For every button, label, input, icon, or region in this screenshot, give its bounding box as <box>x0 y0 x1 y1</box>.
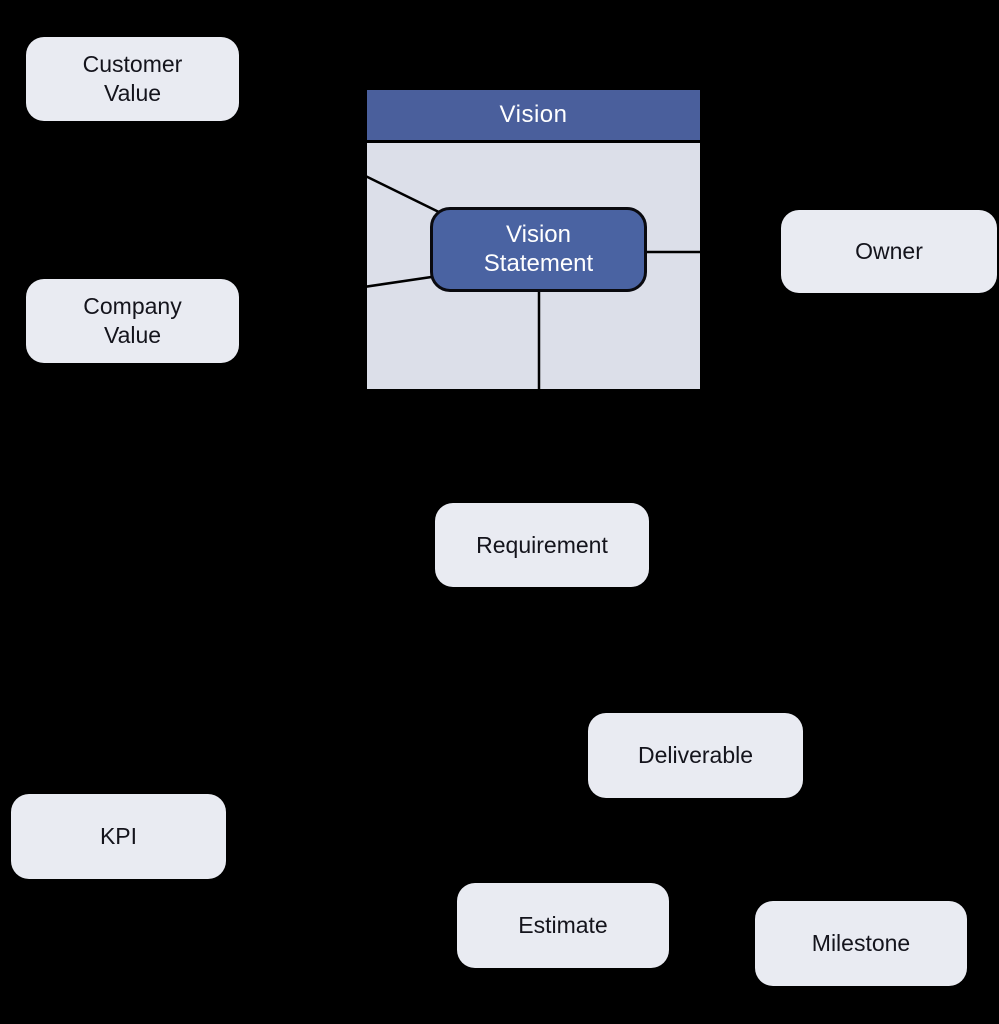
node-owner: Owner <box>781 210 997 293</box>
node-estimate: Estimate <box>457 883 669 968</box>
vision-panel-divider <box>367 140 700 143</box>
node-vision-statement: Vision Statement <box>430 207 647 292</box>
node-label: Requirement <box>476 531 608 558</box>
node-label: Estimate <box>518 912 608 939</box>
node-label: Company Value <box>83 293 182 348</box>
node-deliverable: Deliverable <box>588 713 803 798</box>
node-label: Deliverable <box>637 742 754 769</box>
node-label: KPI <box>99 823 138 850</box>
node-company-value: Company Value <box>26 279 239 363</box>
node-requirement: Requirement <box>435 503 649 587</box>
vision-panel-header: Vision <box>367 90 700 140</box>
node-label: Vision Statement <box>483 220 594 277</box>
node-customer-value: Customer Value <box>26 37 239 121</box>
node-milestone: Milestone <box>755 901 967 986</box>
vision-panel-title: Vision <box>499 101 568 128</box>
node-label: Owner <box>855 238 923 265</box>
node-label: Customer Value <box>82 51 183 106</box>
node-label: Milestone <box>811 930 911 957</box>
node-kpi: KPI <box>11 794 226 879</box>
